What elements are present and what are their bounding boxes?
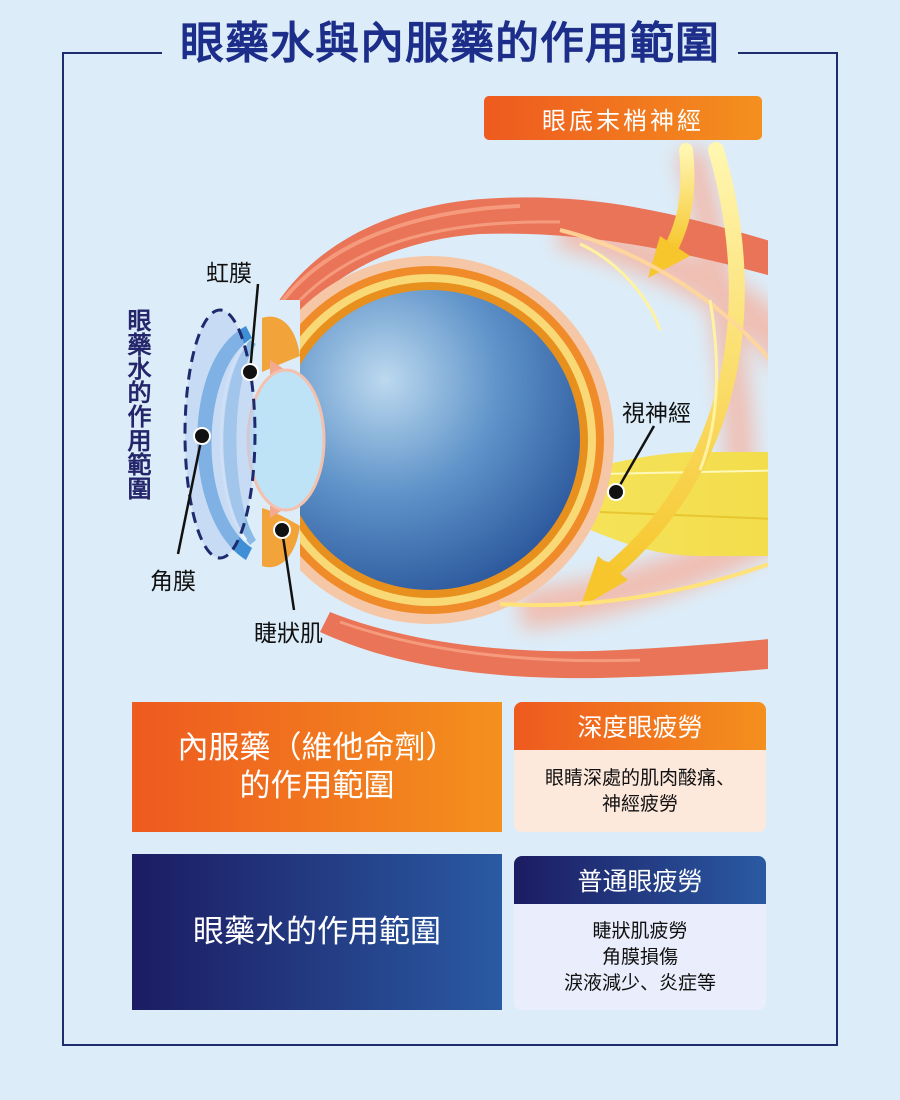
ciliary-dot bbox=[273, 521, 291, 539]
nerve-arrow-2 bbox=[592, 142, 745, 588]
deep-fatigue-line1: 眼睛深處的肌肉酸痛、 bbox=[544, 767, 735, 789]
oral-box-line2: 的作用範圍 bbox=[239, 768, 395, 804]
oral-box-line1: 內服藥（維他命劑） bbox=[177, 730, 457, 766]
iris-label: 虹膜 bbox=[206, 261, 252, 287]
deep-fatigue-body: 眼睛深處的肌肉酸痛、 神經疲勞 bbox=[514, 750, 766, 832]
normal-fatigue-body: 睫狀肌疲勞 角膜損傷 淚液減少、炎症等 bbox=[514, 904, 766, 1010]
eyeball bbox=[280, 290, 580, 590]
page-title: 眼藥水與內服藥的作用範圍 bbox=[162, 16, 738, 72]
eye-drops-box-text: 眼藥水的作用範圍 bbox=[193, 914, 441, 950]
normal-fatigue-line2: 角膜損傷 bbox=[601, 946, 678, 968]
iris-shape bbox=[262, 316, 300, 372]
lower-muscle bbox=[320, 612, 768, 679]
normal-fatigue-line3: 淚液減少、炎症等 bbox=[563, 972, 716, 994]
deep-fatigue-line2: 神經疲勞 bbox=[601, 793, 678, 815]
normal-fatigue-line1: 睫狀肌疲勞 bbox=[592, 920, 688, 942]
iris-dot bbox=[241, 363, 259, 381]
ciliary-muscle-label: 睫狀肌 bbox=[254, 621, 323, 647]
eye-drops-range-outline bbox=[183, 308, 257, 560]
title-wrap: 眼藥水與內服藥的作用範圍 bbox=[0, 16, 900, 72]
oral-medicine-box: 內服藥（維他命劑） 的作用範圍 bbox=[132, 702, 502, 832]
lens bbox=[246, 368, 326, 512]
nerve-arrow-1 bbox=[663, 143, 695, 257]
upper-muscle bbox=[262, 197, 768, 338]
optic-nerve-label: 視神經 bbox=[622, 401, 691, 427]
eye-drops-vertical-label: 眼藥水的作用範圍 bbox=[123, 308, 151, 500]
normal-fatigue-title: 普通眼疲勞 bbox=[514, 856, 766, 904]
deep-fatigue-card: 深度眼疲勞 眼睛深處的肌肉酸痛、 神經疲勞 bbox=[514, 702, 766, 832]
cornea-label: 角膜 bbox=[150, 569, 196, 595]
cornea-dot bbox=[193, 427, 211, 445]
eye-drops-box: 眼藥水的作用範圍 bbox=[132, 854, 502, 1010]
normal-fatigue-card: 普通眼疲勞 睫狀肌疲勞 角膜損傷 淚液減少、炎症等 bbox=[514, 856, 766, 1010]
eye-diagram bbox=[176, 142, 768, 679]
nerve-badge: 眼底末梢神經 bbox=[484, 96, 762, 140]
deep-fatigue-title: 深度眼疲勞 bbox=[514, 702, 766, 750]
optic-nerve-dot bbox=[607, 483, 625, 501]
